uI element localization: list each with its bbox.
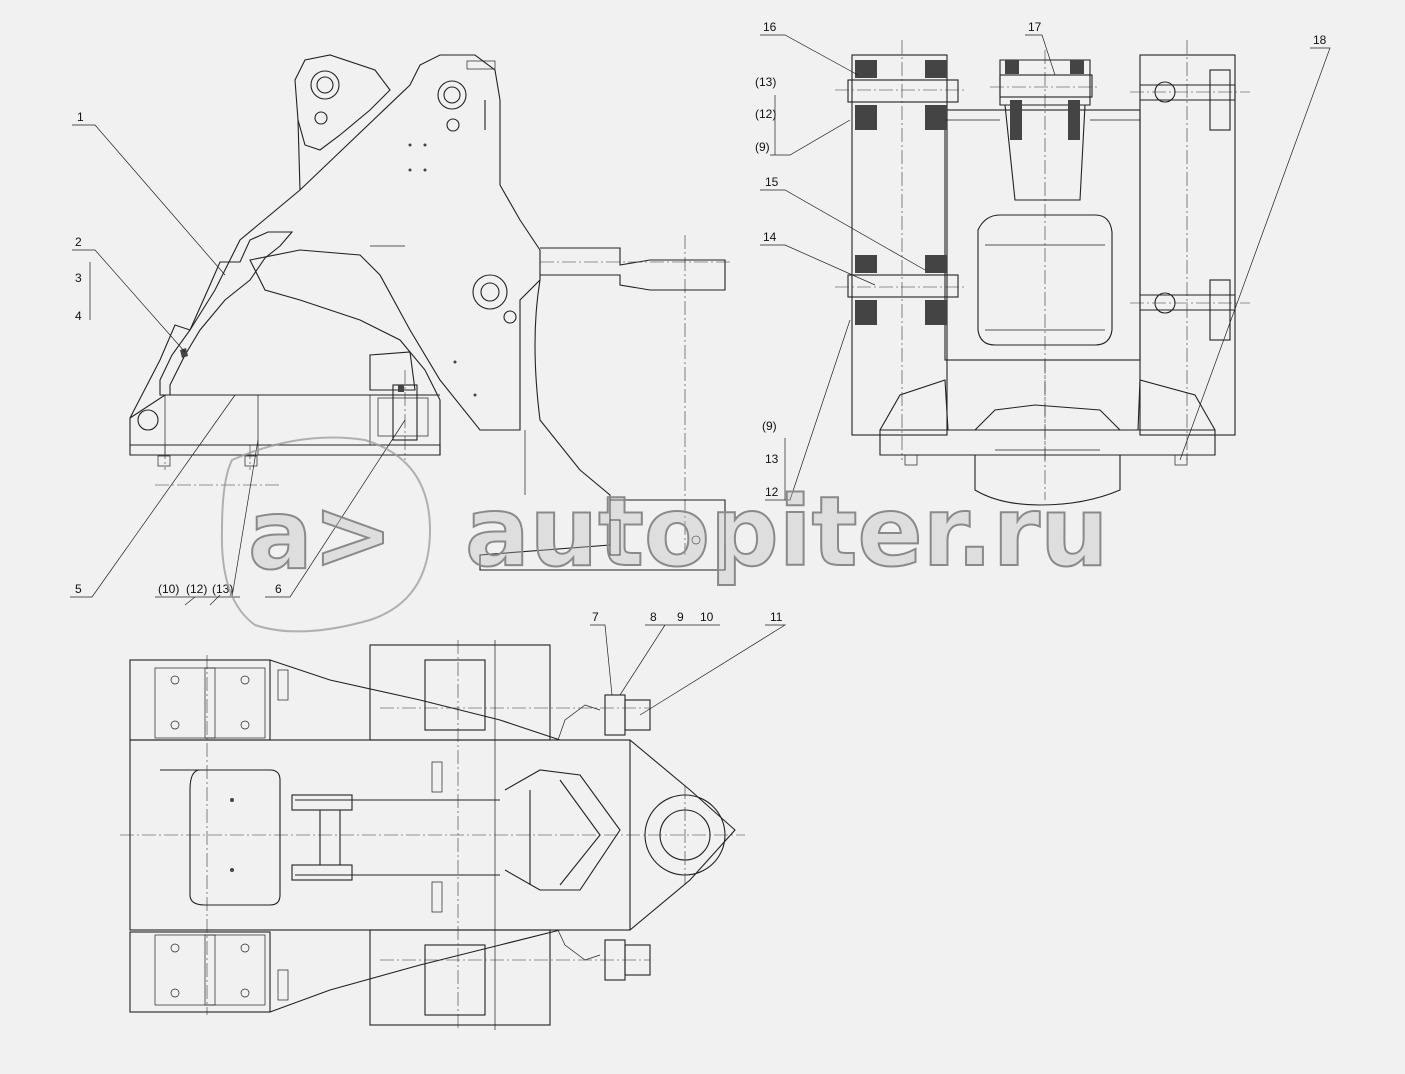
watermark-site-text: autopiter.ru xyxy=(465,476,1108,588)
callout-11: 11 xyxy=(770,610,783,624)
front-view-callouts: 16 17 18 15 14 (13) (12) (9) (9) 13 12 xyxy=(755,20,1331,501)
callout-18: 18 xyxy=(1313,33,1327,47)
top-view-callouts: 7 8 9 10 11 xyxy=(590,610,787,716)
callout-7: 7 xyxy=(592,610,599,624)
side-view xyxy=(129,54,730,571)
watermark-logo-text: a> xyxy=(248,479,393,591)
callout-9: 9 xyxy=(677,610,684,624)
front-view xyxy=(835,40,1250,506)
callout-8: 8 xyxy=(650,610,657,624)
callout-14: 14 xyxy=(763,230,777,244)
callout-16: 16 xyxy=(763,20,777,34)
callout-17: 17 xyxy=(1028,20,1042,34)
watermark-logo-badge xyxy=(220,436,432,633)
callout-10: 10 xyxy=(700,610,714,624)
callout-front-lower-9: (9) xyxy=(762,419,777,433)
callout-3: 3 xyxy=(75,271,82,285)
callout-4: 4 xyxy=(75,309,82,323)
callout-front-12: (12) xyxy=(755,107,776,121)
callout-group-10: (10) xyxy=(158,582,179,596)
callout-front-13: (13) xyxy=(755,75,776,89)
top-view xyxy=(120,640,745,1030)
callout-front-9: (9) xyxy=(755,140,770,154)
callout-6: 6 xyxy=(275,582,282,596)
callout-group-12: (12) xyxy=(186,582,207,596)
callout-front-lower-12: 12 xyxy=(765,485,779,499)
callout-front-lower-13: 13 xyxy=(765,452,779,466)
callout-1: 1 xyxy=(77,110,84,124)
callout-2: 2 xyxy=(75,235,82,249)
callout-15: 15 xyxy=(765,175,779,189)
callout-5: 5 xyxy=(75,582,82,596)
side-view-callouts: 1 2 3 4 5 6 (10) (12) (13) xyxy=(70,110,406,606)
watermark: a> autopiter.ru xyxy=(220,436,1109,633)
